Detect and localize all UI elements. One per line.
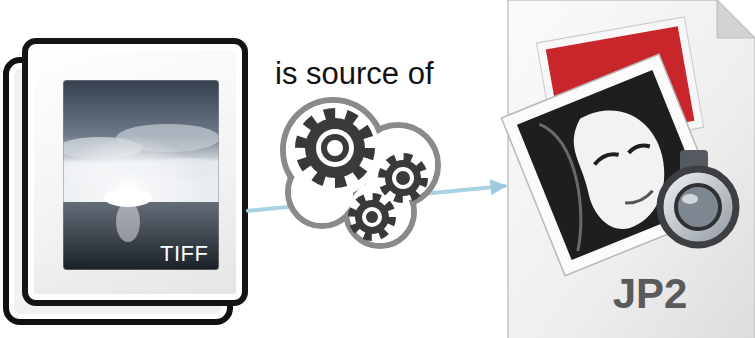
photo-border — [63, 80, 219, 270]
gear-body — [355, 200, 389, 234]
format-label: TIFF — [160, 241, 208, 267]
small-gear — [354, 199, 390, 235]
sunset-photo — [63, 80, 219, 270]
loupe-lens — [676, 185, 720, 229]
gear-body — [305, 118, 365, 178]
medium-gear — [384, 159, 422, 197]
gear-teeth — [354, 199, 390, 235]
gear-hub — [321, 134, 349, 162]
loupe-body — [660, 169, 736, 245]
gear-teeth — [384, 159, 422, 197]
gear-hole — [327, 140, 343, 156]
page-shape — [508, 0, 755, 338]
edge-label: is source of — [275, 56, 434, 92]
gears-icon — [283, 100, 438, 246]
page-fold — [717, 0, 755, 38]
photo-sea — [63, 202, 219, 270]
format-label: JP2 — [590, 270, 710, 318]
photo-reflection — [116, 202, 140, 242]
large-gear — [303, 116, 367, 180]
lens-highlight — [682, 194, 698, 204]
portrait-eye — [628, 142, 650, 154]
portrait-eye — [593, 151, 619, 164]
gear-teeth — [303, 116, 367, 180]
gear-hub — [366, 211, 378, 223]
gear-ring — [362, 207, 382, 227]
gear-ring — [316, 129, 354, 167]
gear-ring — [392, 167, 414, 189]
gear-body — [385, 160, 421, 196]
gear-hub — [396, 171, 410, 185]
portrait-mouth — [625, 191, 654, 206]
